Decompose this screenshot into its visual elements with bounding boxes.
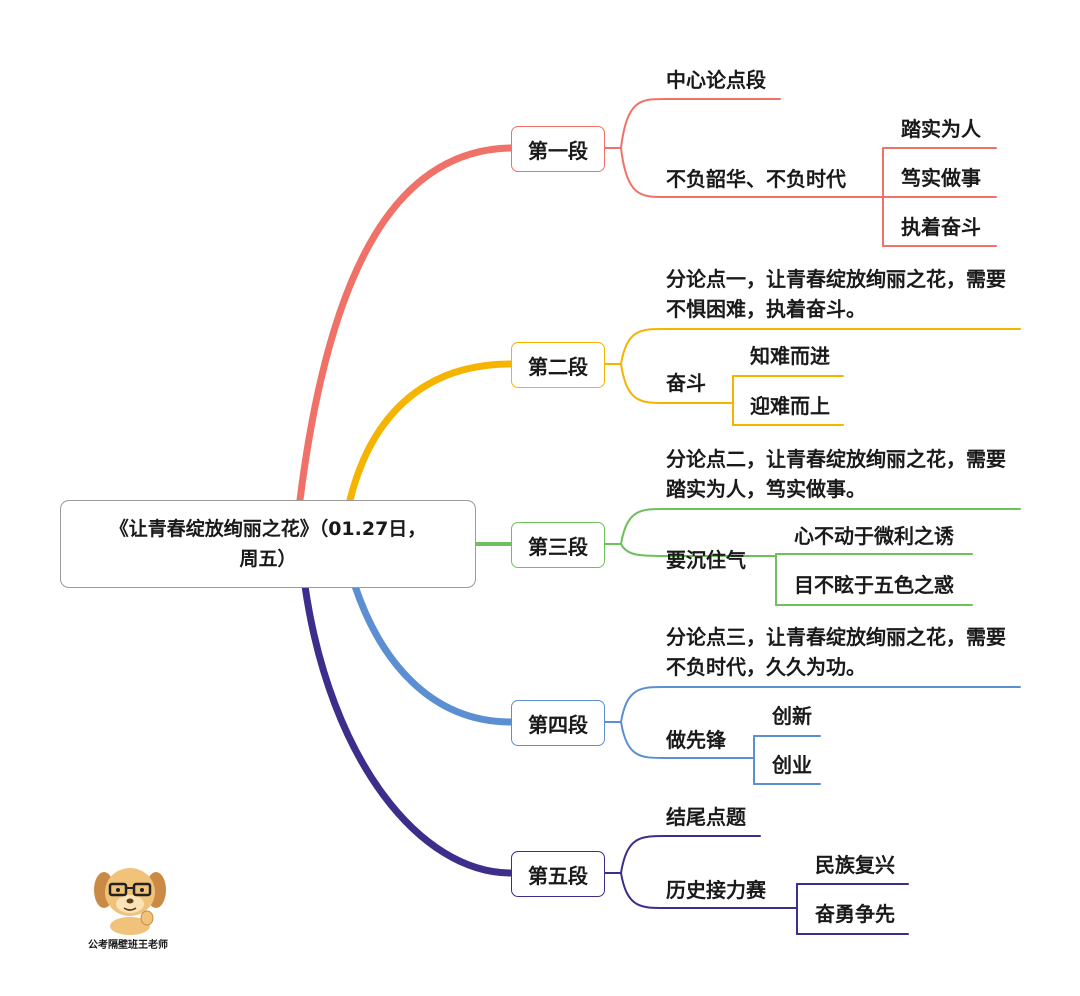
section-2-leaf-1: 知难而进 [750,344,830,368]
section-4-leaf-2: 创业 [772,753,812,777]
section-3-sub-text: 要沉住气 [666,548,746,572]
section-5-sub-line [620,872,798,909]
section-5-main-text: 结尾点题 [666,805,746,829]
section-5-sub-text: 历史接力赛 [666,878,766,902]
section-2-sub-text: 奋斗 [666,371,706,395]
section-1-leaf-1: 踏实为人 [901,117,981,141]
section-1-sub-line [620,147,884,198]
section-1-leaf-2: 笃实做事 [901,166,981,190]
section-3-main-text: 分论点二，让青春绽放绚丽之花，需要踏实为人，笃实做事。 [666,447,1006,501]
section-5-leaf-1: 民族复兴 [815,853,895,877]
section-2-main-line [620,328,1021,365]
section-5-label: 第五段 [528,863,588,888]
section-4-main-line [620,686,1021,723]
section-4-sub-text: 做先锋 [666,728,726,752]
section-2-sub-line [620,363,734,404]
section-1-leaf-3: 执着奋斗 [901,215,981,239]
section-2-leaf-2: 迎难而上 [750,394,830,418]
section-4-leaf-1: 创新 [772,704,812,728]
branch-section-1 [296,144,515,504]
section-5-leaf-2: 奋勇争先 [815,902,895,926]
cartoon-dog-with-glasses-icon [94,868,166,935]
section-4-sub-line [620,721,755,759]
section-3-node: 第三段 [511,522,605,568]
section-4-label: 第四段 [528,712,588,737]
section-4-main-text: 分论点三，让青春绽放绚丽之花，需要不负时代，久久为功。 [666,625,1006,679]
section-1-node: 第一段 [511,126,605,172]
section-1-sub-text: 不负韶华、不负时代 [666,167,846,191]
branch-section-2 [346,360,515,504]
section-3-leaf-2: 目不眩于五色之惑 [794,573,954,597]
branch-section-5 [301,582,515,877]
branch-section-4 [351,582,515,726]
section-1-main-line [620,98,781,149]
root-title-line2: 周五） [239,548,297,570]
section-1-main-text: 中心论点段 [666,68,766,92]
section-2-main-text: 分论点一，让青春绽放绚丽之花，需要不惧困难，执着奋斗。 [666,267,1006,321]
section-3-label: 第三段 [528,534,588,559]
watermark-caption: 公考隔壁班王老师 [88,940,168,951]
section-4-node: 第四段 [511,700,605,746]
section-5-main-line [620,835,761,874]
section-3-leaf-1: 心不动于微利之诱 [794,524,954,548]
root-topic: 《让青春绽放绚丽之花》（01.27日， 周五） [60,500,476,588]
section-1-label: 第一段 [528,138,588,163]
section-3-sub-line [620,543,777,557]
section-5-node: 第五段 [511,851,605,897]
root-title-line1: 《让青春绽放绚丽之花》（01.27日， [109,518,427,540]
section-2-node: 第二段 [511,342,605,388]
section-3-main-line [620,508,1021,545]
section-2-label: 第二段 [528,354,588,379]
